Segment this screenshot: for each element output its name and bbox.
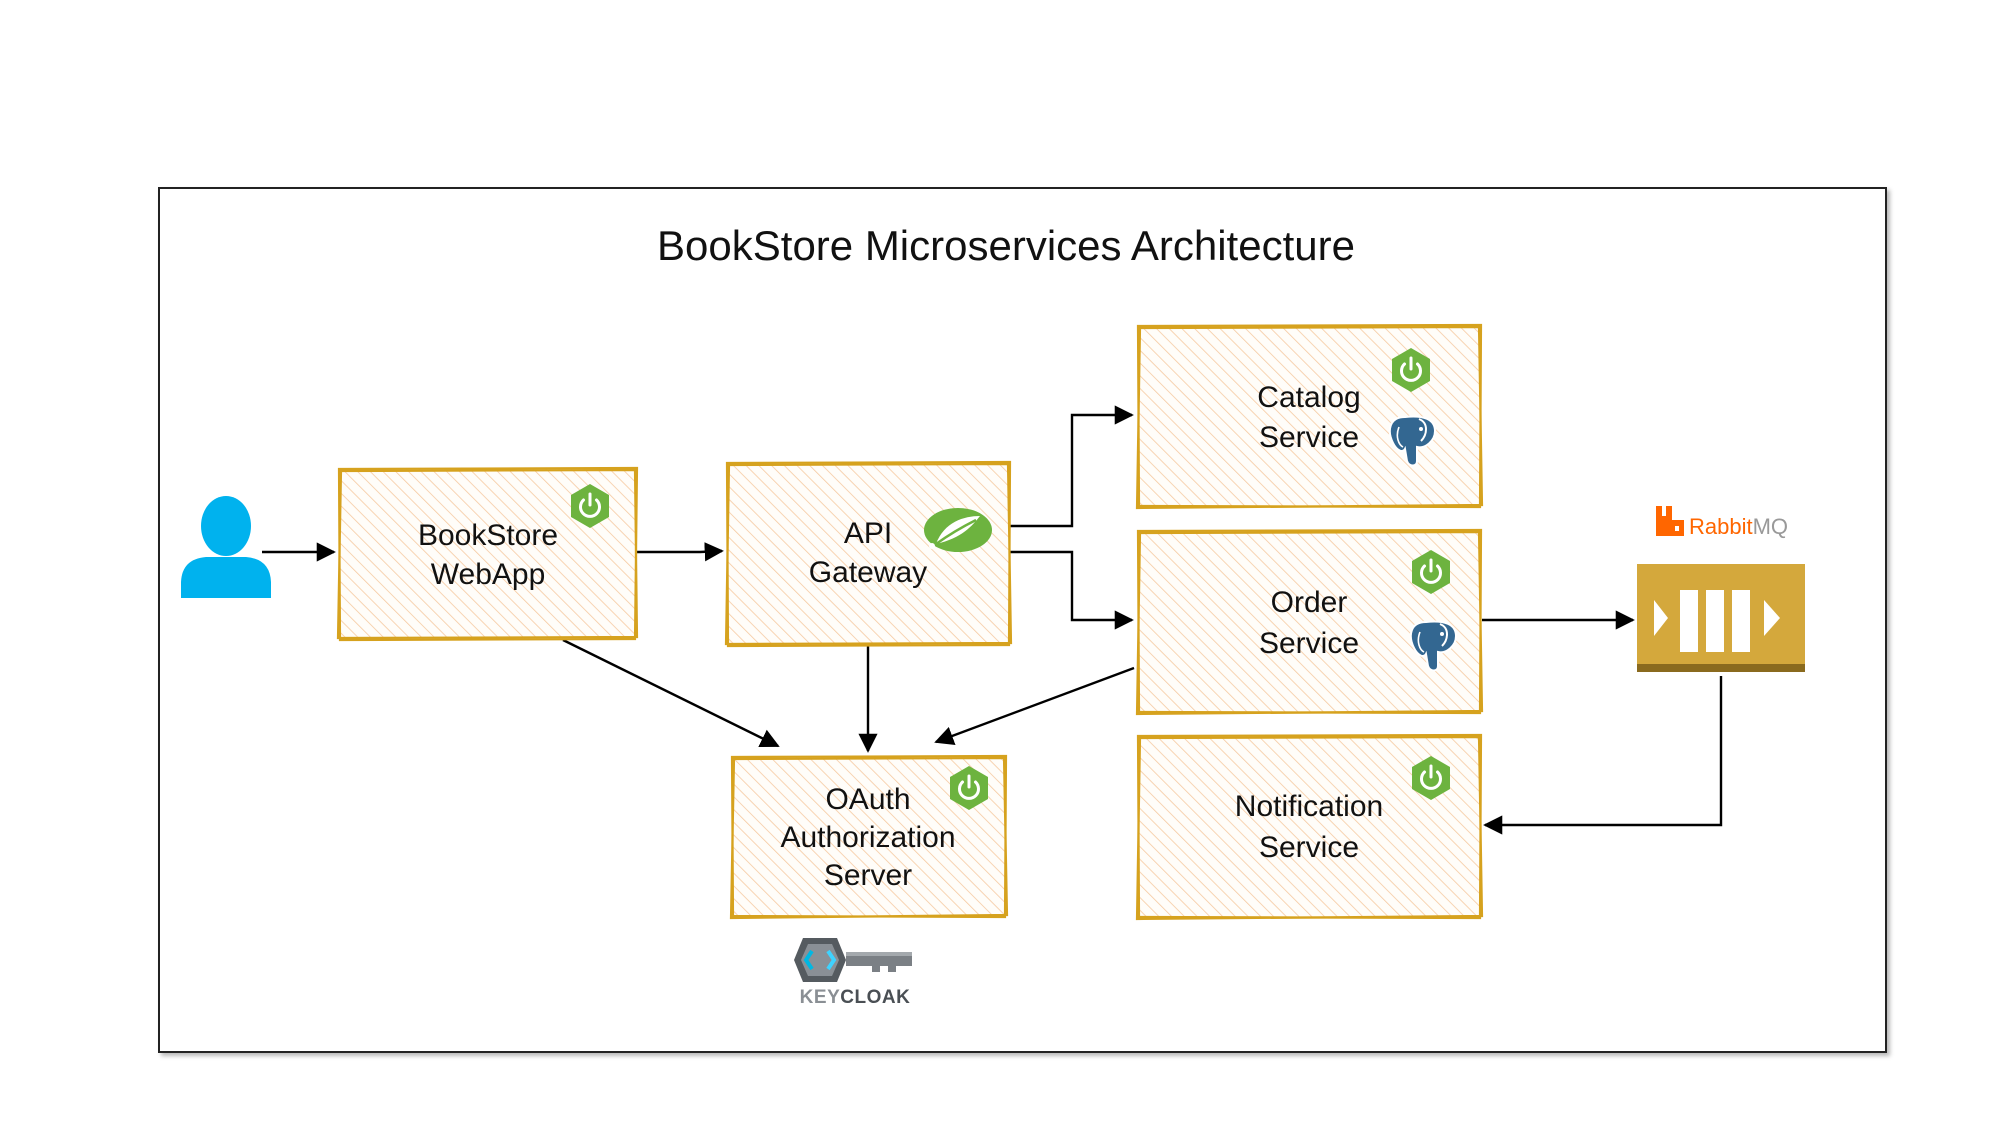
edge-webapp-to-oauth <box>562 638 780 748</box>
keycloak-wordmark: KEYCLOAK <box>800 987 911 1008</box>
message-queue-icon <box>1637 564 1805 672</box>
catalog-label-line1: Catalog <box>1257 381 1360 414</box>
keycloak-logo: KEYCLOAK <box>794 938 912 1008</box>
edge-queue-to-notification <box>1483 676 1723 835</box>
notification-label-line1: Notification <box>1235 790 1383 823</box>
node-order-service[interactable]: Order Service <box>1135 528 1484 716</box>
rabbitmq-logo: RabbitMQ <box>1656 506 1788 539</box>
node-bookstore-webapp[interactable]: BookStore WebApp <box>336 466 639 642</box>
edge-gateway-to-catalog <box>1010 405 1134 528</box>
notification-label-line2: Service <box>1259 831 1359 864</box>
gateway-label-line2: Gateway <box>809 556 927 589</box>
node-catalog-service[interactable]: Catalog Service <box>1135 323 1484 510</box>
rabbitmq-wordmark: RabbitMQ <box>1689 514 1788 539</box>
node-notification-service[interactable]: Notification Service <box>1135 733 1484 921</box>
gateway-label-line1: API <box>844 517 892 550</box>
oauth-label-line1: OAuth <box>825 783 910 816</box>
spring-boot-power-icon <box>571 484 609 528</box>
edge-gateway-to-order <box>1010 550 1134 630</box>
catalog-label-line2: Service <box>1259 421 1359 454</box>
connectors <box>262 405 1723 835</box>
postgresql-elephant-icon <box>1388 415 1437 467</box>
edge-order-to-oauth <box>934 666 1135 745</box>
webapp-label-line1: BookStore <box>418 519 558 552</box>
spring-boot-power-icon <box>950 766 988 810</box>
spring-boot-power-icon <box>1412 756 1450 800</box>
spring-boot-power-icon <box>1412 550 1450 594</box>
keycloak-key-icon <box>794 938 912 982</box>
node-api-gateway[interactable]: API Gateway <box>724 460 1013 648</box>
user-icon <box>181 496 271 598</box>
spring-leaf-icon <box>924 508 992 552</box>
edge-webapp-to-gateway <box>634 542 724 562</box>
node-oauth-server[interactable]: OAuth Authorization Server <box>729 754 1009 920</box>
order-label-line2: Service <box>1259 627 1359 660</box>
spring-boot-power-icon <box>1392 348 1430 392</box>
order-label-line1: Order <box>1271 586 1348 619</box>
oauth-label-line3: Server <box>824 859 912 892</box>
postgresql-elephant-icon <box>1409 620 1458 672</box>
diagram-title: BookStore Microservices Architecture <box>657 222 1355 269</box>
webapp-label-line2: WebApp <box>431 558 546 591</box>
oauth-label-line2: Authorization <box>780 821 955 854</box>
